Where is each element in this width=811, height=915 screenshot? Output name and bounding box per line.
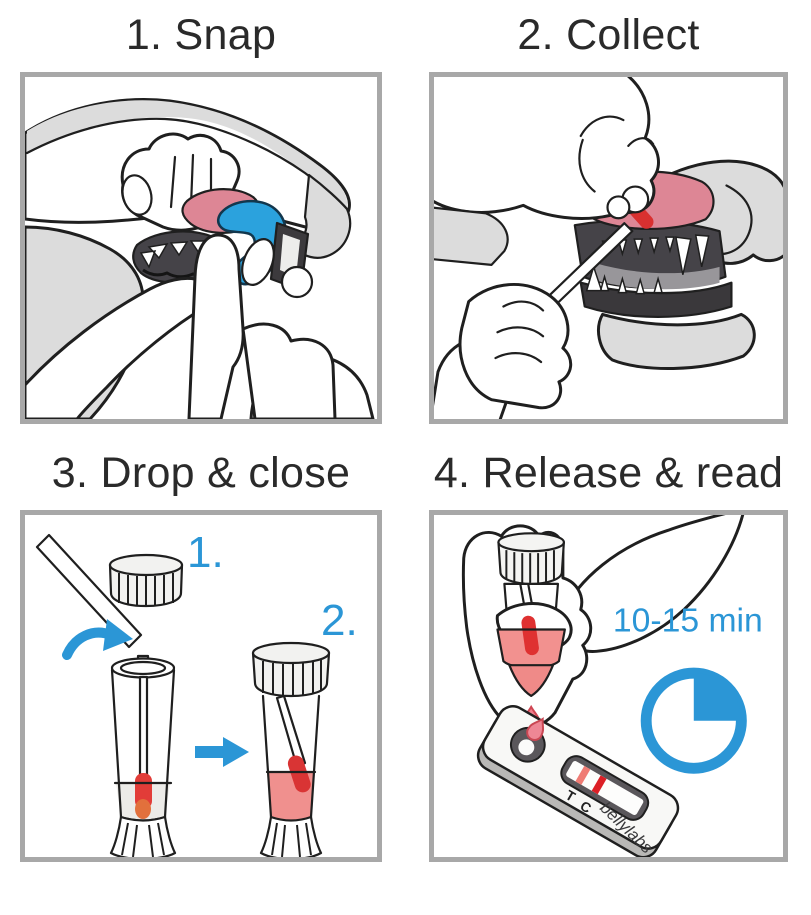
lower-hand <box>434 283 573 419</box>
sample-well-hole <box>518 739 535 756</box>
lower-hand <box>187 233 375 419</box>
sub-step-1-label: 1. <box>187 528 224 577</box>
result-window <box>560 755 650 821</box>
curved-arrow-icon <box>62 619 133 660</box>
swab-stick <box>35 533 143 649</box>
tube-cap <box>497 532 565 585</box>
step-4-panel: T C bellylabs 10-15 min <box>429 510 788 862</box>
tongue <box>594 262 720 290</box>
open-tube <box>109 654 177 857</box>
finger-tip <box>280 265 314 299</box>
control-line <box>591 775 607 795</box>
dog-neck <box>434 206 509 266</box>
thumb <box>121 174 153 216</box>
tube-base <box>109 815 177 857</box>
drop-close-illustration: 1. <box>35 528 358 857</box>
step-4-title: 4. Release & read <box>433 449 784 497</box>
tube-cap <box>108 553 184 608</box>
step-1: 1. Snap <box>20 8 382 424</box>
step-1-panel <box>20 72 382 424</box>
test-line <box>575 765 591 785</box>
swab-tip <box>287 755 311 793</box>
step-2-panel <box>429 72 788 424</box>
swab-tip <box>521 615 539 656</box>
sub-step-2-label: 2. <box>321 596 358 645</box>
closed-tube <box>251 641 331 857</box>
collect-illustration <box>434 77 783 419</box>
swab-inside <box>138 675 149 781</box>
step-3-title: 3. Drop & close <box>51 449 351 497</box>
step-2-title: 2. Collect <box>517 11 700 59</box>
upper-hand <box>120 132 241 232</box>
test-cassette: T C bellylabs <box>476 705 680 857</box>
timer-icon <box>640 667 747 774</box>
step-1-title: 1. Snap <box>125 11 277 59</box>
well-drop <box>526 717 545 741</box>
dropper-tip <box>508 664 555 698</box>
upper-hand <box>434 77 660 220</box>
step-2: 2. Collect <box>429 8 788 424</box>
snap-illustration <box>25 97 375 419</box>
dog-chin <box>597 312 756 370</box>
step-3: 3. Drop & close 1. <box>20 446 382 862</box>
step-4: 4. Release & read <box>429 446 788 862</box>
swab-tip-soaked <box>135 799 151 819</box>
inverted-tube <box>495 532 573 698</box>
tube-base <box>259 815 323 857</box>
step-3-panel: 1. <box>20 510 382 862</box>
release-read-illustration: T C bellylabs 10-15 min <box>461 515 763 857</box>
timer-label: 10-15 min <box>613 601 763 639</box>
right-arrow-icon <box>195 737 249 767</box>
tube-cap <box>251 641 331 698</box>
thumb-tip <box>241 238 275 286</box>
